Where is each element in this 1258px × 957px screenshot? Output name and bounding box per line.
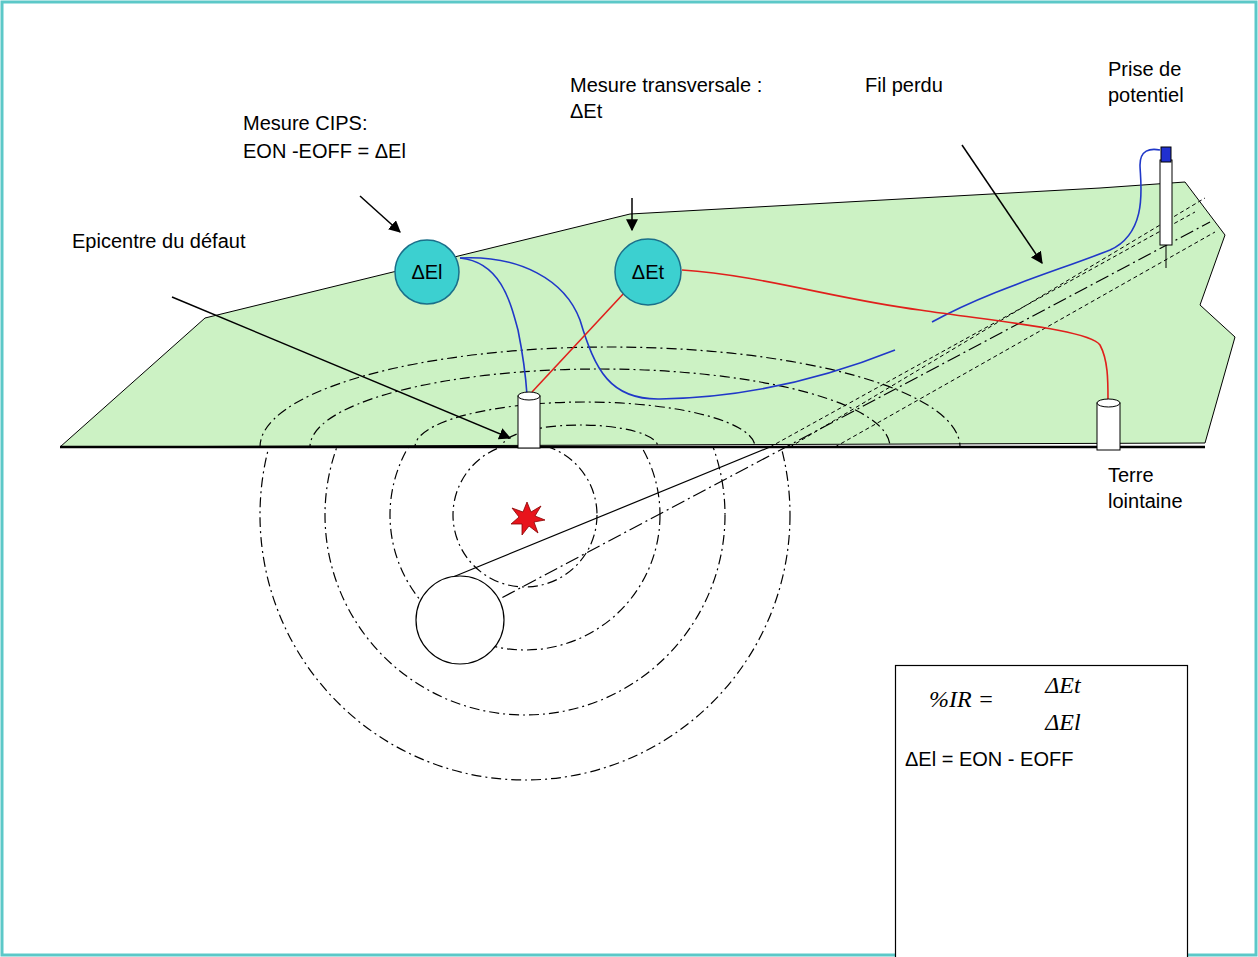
pipe — [416, 198, 1215, 664]
measure-circle: ΔEt — [614, 238, 682, 306]
annotation-label: Mesure CIPS: — [243, 110, 443, 136]
annotation-label: Fil perdu — [865, 72, 995, 98]
formula-text: %IR = — [929, 685, 994, 713]
outline — [896, 666, 1188, 957]
potential-field — [260, 250, 960, 780]
formula-text: ΔEl = EON - EOFF — [905, 745, 1073, 773]
annotation-label: Mesure transversale : ΔEt — [570, 72, 770, 124]
annotation-label: Terre lointaine — [1108, 462, 1218, 514]
ground-surface — [60, 182, 1235, 447]
defect-symbol — [511, 502, 545, 535]
annotation-label: Prise de potentiel — [1108, 56, 1238, 108]
leader-lines — [172, 145, 1042, 438]
annotation-label: Epicentre du défaut — [72, 228, 247, 254]
formula-box: %IR = ΔEtΔElΔEl = EON - EOFF — [895, 665, 1188, 955]
ground-line — [60, 446, 1205, 449]
measure-circle: ΔEl — [394, 239, 460, 305]
test-post — [1160, 147, 1172, 268]
formula-text: ΔEl — [1045, 708, 1080, 736]
outline — [395, 240, 459, 304]
measure-name: ΔEt — [632, 261, 664, 284]
measure-name: ΔEl — [411, 261, 442, 284]
formula-text: ΔEt — [1045, 671, 1080, 699]
wires — [460, 149, 1160, 400]
annotation-label: EON -EOFF = ΔEl — [243, 138, 443, 164]
electrodes — [518, 392, 1120, 450]
outline — [615, 239, 681, 305]
